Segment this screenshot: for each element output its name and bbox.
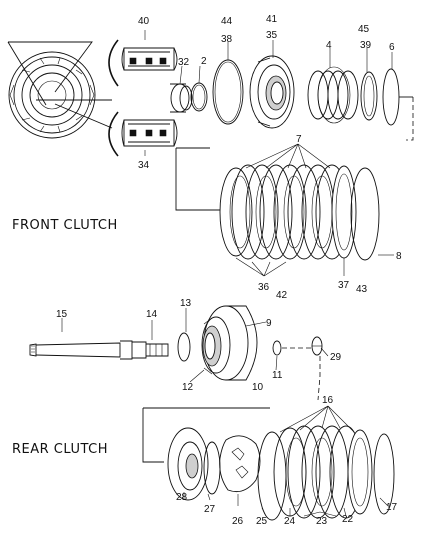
rear-callout-leaders	[61, 308, 389, 517]
callout-44: 44	[221, 16, 233, 27]
wave-spring-26	[219, 435, 261, 493]
snap-ring-2	[190, 82, 208, 112]
callout-4: 4	[326, 40, 332, 51]
callout-32: 32	[178, 57, 190, 68]
callout-13: 13	[180, 298, 192, 309]
seal-ring-38	[212, 59, 244, 125]
callout-6: 6	[389, 42, 395, 53]
front-clutch-title: FRONT CLUTCH	[12, 218, 118, 233]
callout-9: 9	[266, 318, 272, 329]
callout-43: 43	[356, 284, 368, 295]
callout-22: 22	[342, 514, 354, 525]
piston-28	[167, 427, 209, 501]
snap-ring-17	[373, 433, 395, 515]
callout-11: 11	[272, 370, 283, 381]
callout-41: 41	[266, 14, 278, 25]
callout-23: 23	[316, 516, 328, 527]
callout-7: 7	[296, 134, 302, 145]
rear-clutch-centerline-right	[317, 356, 321, 401]
callout-45: 45	[358, 24, 370, 35]
callout-35: 35	[266, 30, 278, 41]
callout-10: 10	[252, 382, 264, 393]
callout-39: 39	[360, 40, 372, 51]
callout-12: 12	[182, 382, 194, 393]
callout-8: 8	[396, 251, 402, 262]
rear-clutch-plate-stack	[273, 425, 373, 519]
callout-34: 34	[138, 160, 150, 171]
return-springs-4	[307, 66, 359, 124]
front-clutch-detail-40	[108, 39, 178, 87]
callout-24: 24	[284, 516, 296, 527]
callout-14: 14	[146, 309, 158, 320]
thrust-washer-29	[311, 336, 323, 356]
snap-ring-25	[257, 431, 287, 521]
retainer-39	[360, 71, 378, 121]
callout-40: 40	[138, 16, 150, 27]
front-clutch-centerline-top	[406, 97, 414, 141]
callout-16: 16	[322, 395, 334, 406]
callout-25: 25	[256, 516, 268, 527]
rear-clutch-title: REAR CLUTCH	[12, 442, 108, 457]
callout-38: 38	[221, 34, 233, 45]
callout-15: 15	[56, 309, 68, 320]
callout-37: 37	[338, 280, 350, 291]
callout-36: 36	[258, 282, 270, 293]
input-shaft-15	[29, 340, 169, 360]
callout-29: 29	[330, 352, 342, 363]
piston-35	[249, 55, 295, 129]
callout-27: 27	[204, 504, 216, 515]
bracket-rear	[142, 408, 164, 463]
front-clutch-plate-stack	[219, 164, 380, 261]
callout-2: 2	[201, 56, 207, 67]
rear-clutch-retainer-9	[201, 305, 258, 381]
front-clutch-drum-inset	[7, 41, 113, 139]
seal-32	[170, 83, 193, 113]
snap-ring-6	[382, 68, 413, 126]
snap-ring-11	[272, 340, 282, 356]
callout-42: 42	[276, 290, 288, 301]
seal-ring-13	[177, 332, 191, 362]
callout-26: 26	[232, 516, 244, 527]
callout-28: 28	[176, 492, 188, 503]
callout-17: 17	[386, 502, 398, 513]
front-callout-leaders	[144, 30, 394, 277]
bracket-front-plates	[175, 148, 220, 211]
front-clutch-detail-34	[108, 111, 178, 157]
